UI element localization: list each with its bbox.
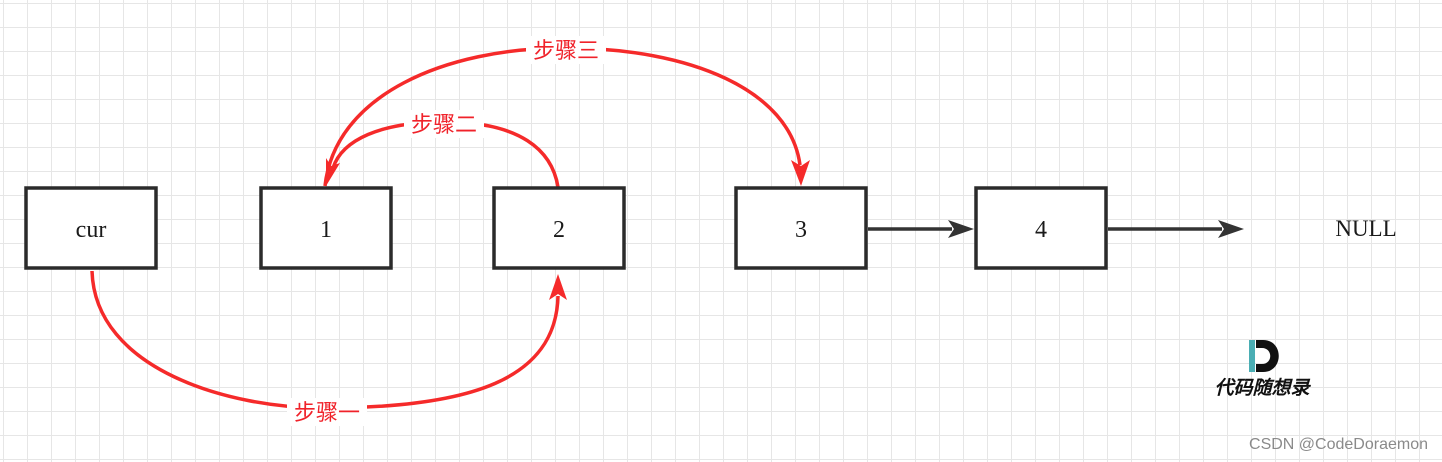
- step-three-label-bg: [526, 36, 606, 64]
- pointer-4-to-null-arrowhead: [1218, 220, 1244, 238]
- step-two-label: 步骤二: [411, 113, 477, 138]
- node-4-label: 4: [1035, 217, 1047, 243]
- node-3: 3: [734, 186, 868, 270]
- node-cur-label: cur: [76, 217, 107, 243]
- pointer-3-to-4-arrowhead: [948, 220, 974, 238]
- node-2-label: 2: [553, 217, 565, 243]
- node-1-label: 1: [320, 217, 332, 243]
- node-4: 4: [974, 186, 1108, 270]
- csdn-watermark: CSDN @CodeDoraemon: [1249, 436, 1428, 453]
- null-label: NULL: [1335, 216, 1396, 241]
- step-two-label-bg: [404, 110, 484, 138]
- node-2: 2: [492, 186, 626, 270]
- node-3-label: 3: [795, 217, 807, 243]
- node-1: 1: [259, 186, 393, 270]
- step-three-label: 步骤三: [533, 39, 599, 64]
- step-one-label-bg: [287, 398, 367, 426]
- step-three-arrow: [323, 46, 802, 187]
- step-three-arrowhead: [791, 160, 810, 186]
- D-logo-icon: [1249, 340, 1279, 372]
- step-one-label: 步骤一: [294, 401, 360, 426]
- logo-text: 代码随想录: [1214, 377, 1311, 399]
- step-one-arrow: [90, 270, 560, 410]
- node-cur: cur: [24, 186, 158, 270]
- step-one-arrowhead: [549, 274, 567, 300]
